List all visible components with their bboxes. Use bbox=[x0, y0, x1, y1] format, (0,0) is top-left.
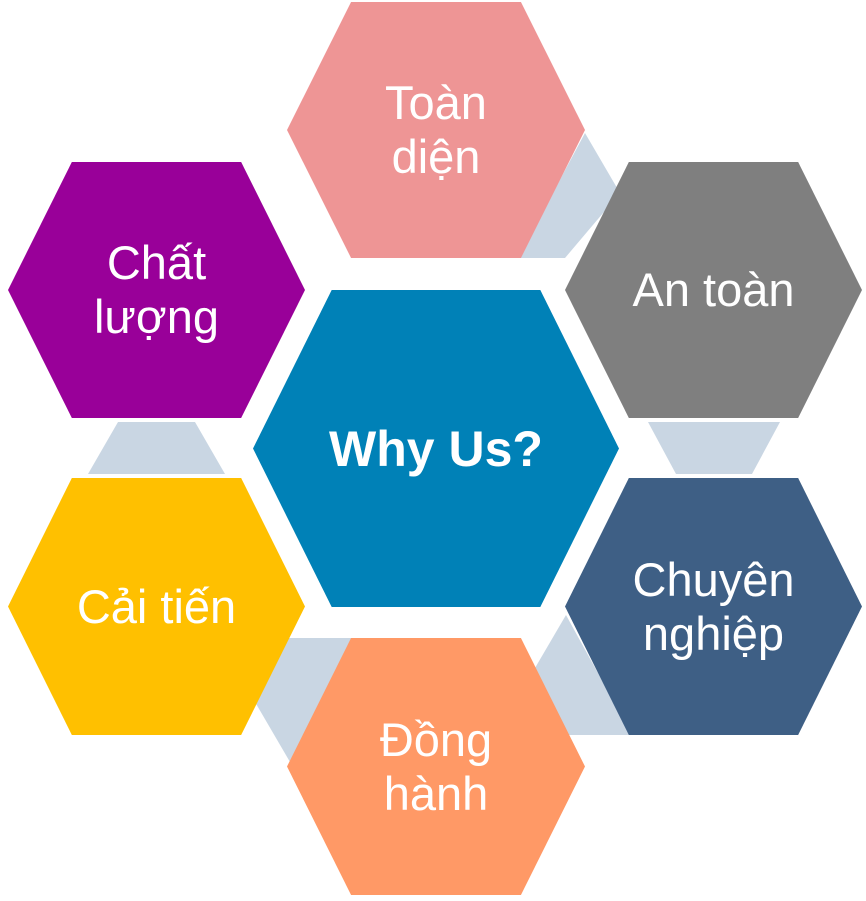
hex-an-toan bbox=[565, 162, 862, 418]
hex-label-cai-tien: Cải tiến bbox=[8, 478, 305, 735]
hex-dong-hanh bbox=[287, 638, 585, 895]
hex-chuyen-nghiep bbox=[565, 478, 862, 735]
label-line: An toàn bbox=[632, 263, 795, 316]
label-line: lượng bbox=[93, 290, 219, 343]
hex-cai-tien bbox=[8, 478, 305, 735]
center-label: Why Us? bbox=[253, 290, 619, 607]
hex-center bbox=[253, 290, 619, 607]
connector-shape bbox=[648, 422, 780, 474]
label-line: Toàn bbox=[385, 76, 487, 129]
label-line: diện bbox=[391, 130, 481, 183]
connector-shape bbox=[88, 422, 225, 474]
label-line: hành bbox=[383, 766, 489, 820]
connector-shape bbox=[255, 638, 356, 762]
label-line: Chất bbox=[106, 236, 207, 289]
connector-shape bbox=[518, 133, 620, 258]
hex-label-an-toan: An toàn bbox=[565, 162, 862, 418]
connector-shape bbox=[535, 615, 632, 735]
label-line: Chuyên bbox=[632, 552, 795, 606]
label-line: nghiệp bbox=[642, 606, 785, 660]
hex-toan-dien bbox=[287, 2, 585, 258]
hex-chat-luong bbox=[8, 162, 305, 418]
center-text: Why Us? bbox=[329, 420, 543, 477]
label-line: Cải tiến bbox=[76, 579, 237, 633]
label-line: Đồng bbox=[379, 712, 493, 766]
